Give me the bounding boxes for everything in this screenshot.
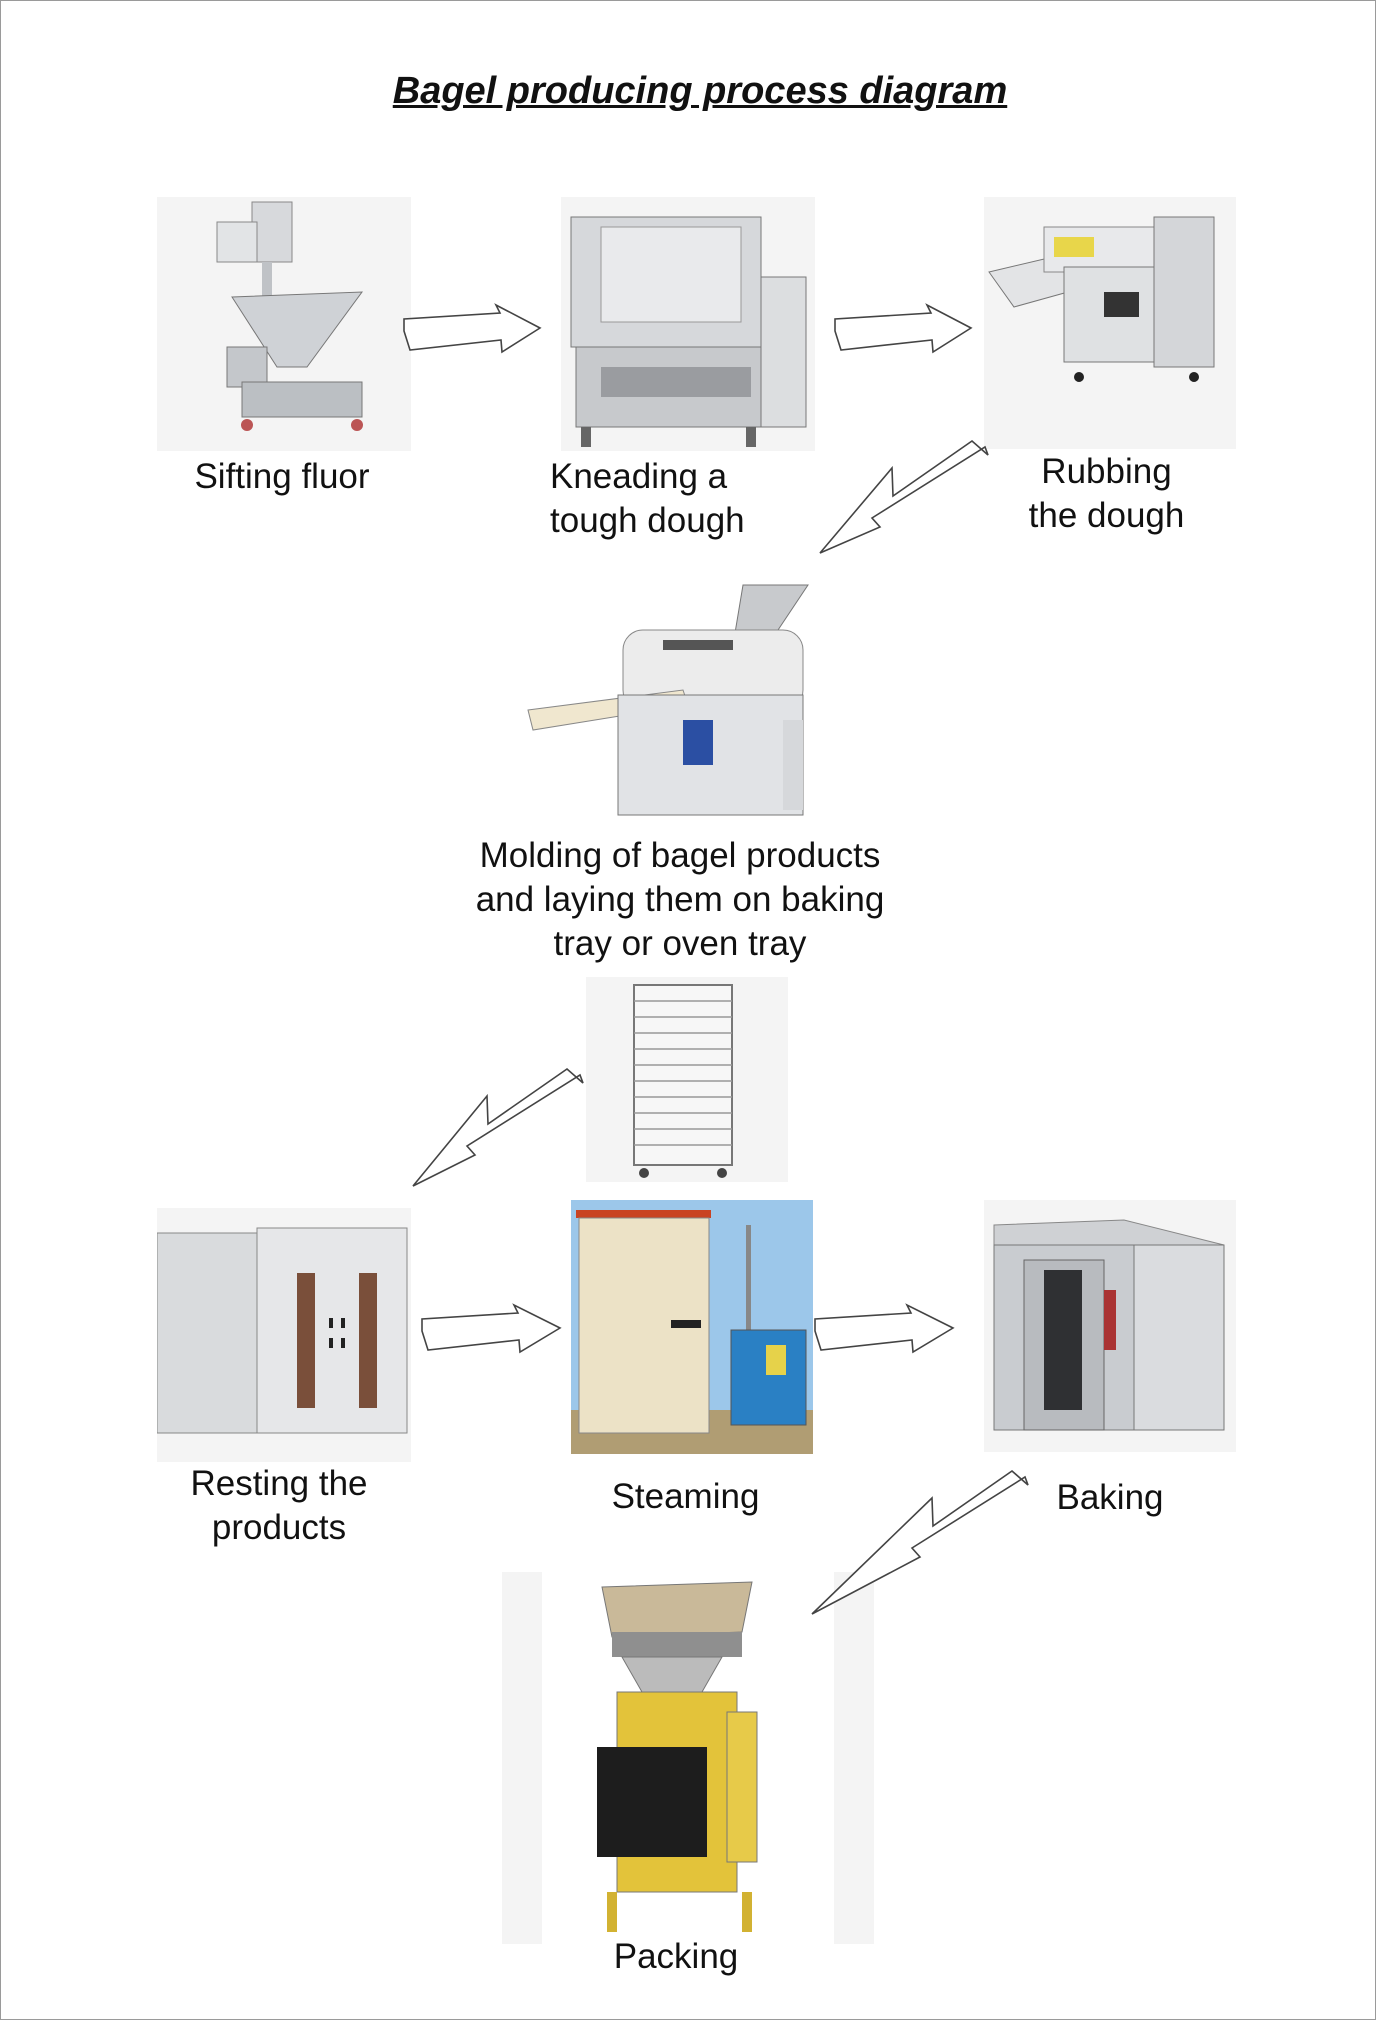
arrow-rubbing-to-molding xyxy=(819,439,989,554)
dough-sheeter-icon xyxy=(984,197,1236,449)
arrow-steaming-to-baking xyxy=(814,1303,955,1354)
arrow-resting-to-steaming xyxy=(421,1303,562,1354)
step-label-baking: Baking xyxy=(1056,1478,1164,1517)
bagel-molding-machine-icon xyxy=(523,580,853,833)
step-label-sifting: Sifting fluor xyxy=(194,457,370,496)
dough-kneader-icon xyxy=(561,197,815,451)
rotary-oven-icon xyxy=(984,1200,1236,1452)
tray-rack-icon xyxy=(586,977,788,1182)
page-title: Bagel producing process diagram xyxy=(392,70,1008,112)
arrow-baking-to-packing xyxy=(811,1469,1029,1615)
proofing-cabinet-icon xyxy=(157,1208,411,1462)
flour-sifter-icon xyxy=(157,197,411,451)
step-label-packing: Packing xyxy=(613,1937,739,1976)
packing-machine-icon xyxy=(502,1572,874,1944)
arrow-rack-to-resting xyxy=(412,1067,584,1187)
arrow-kneading-to-rubbing xyxy=(834,303,973,354)
step-label-steaming: Steaming xyxy=(611,1477,760,1516)
arrow-sifting-to-kneading xyxy=(403,303,542,354)
steam-chamber-icon xyxy=(571,1200,813,1454)
